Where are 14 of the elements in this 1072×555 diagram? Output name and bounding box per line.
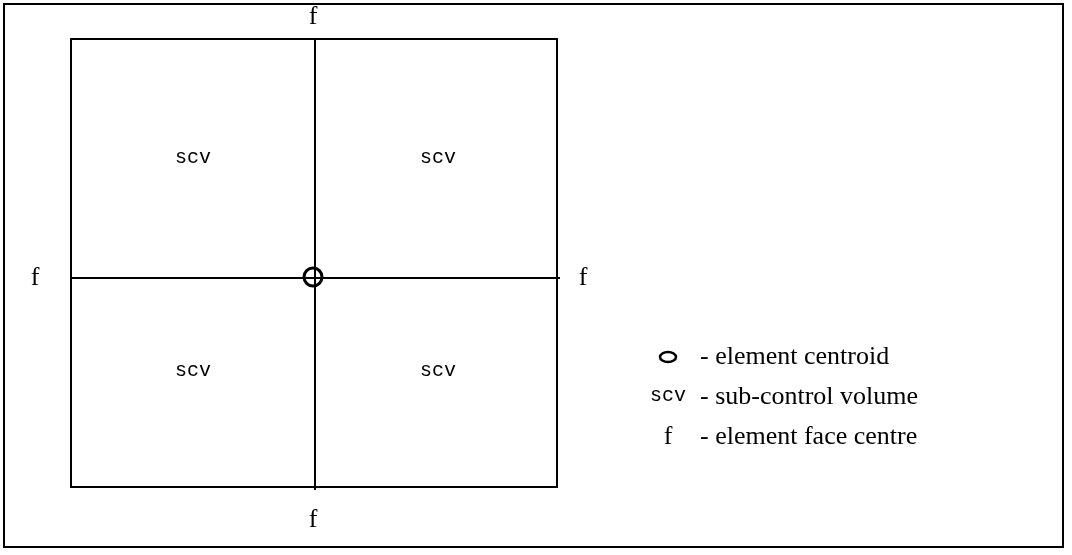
face-centre-label: f (308, 3, 318, 29)
element-square (70, 38, 558, 488)
quadrant-label: scv (175, 361, 211, 381)
legend-key: scv (650, 386, 686, 406)
face-centre-label: f (578, 264, 588, 290)
legend-key: f (663, 423, 673, 449)
quadrant-label: scv (420, 148, 456, 168)
quadrant-label: scv (420, 361, 456, 381)
legend-text: - element centroid (700, 343, 890, 369)
legend-text: - sub-control volume (700, 383, 919, 409)
legend-text: - element face centre (700, 423, 918, 449)
quadrant-label: scv (175, 148, 211, 168)
face-centre-label: f (30, 264, 40, 290)
face-centre-label: f (308, 506, 318, 532)
